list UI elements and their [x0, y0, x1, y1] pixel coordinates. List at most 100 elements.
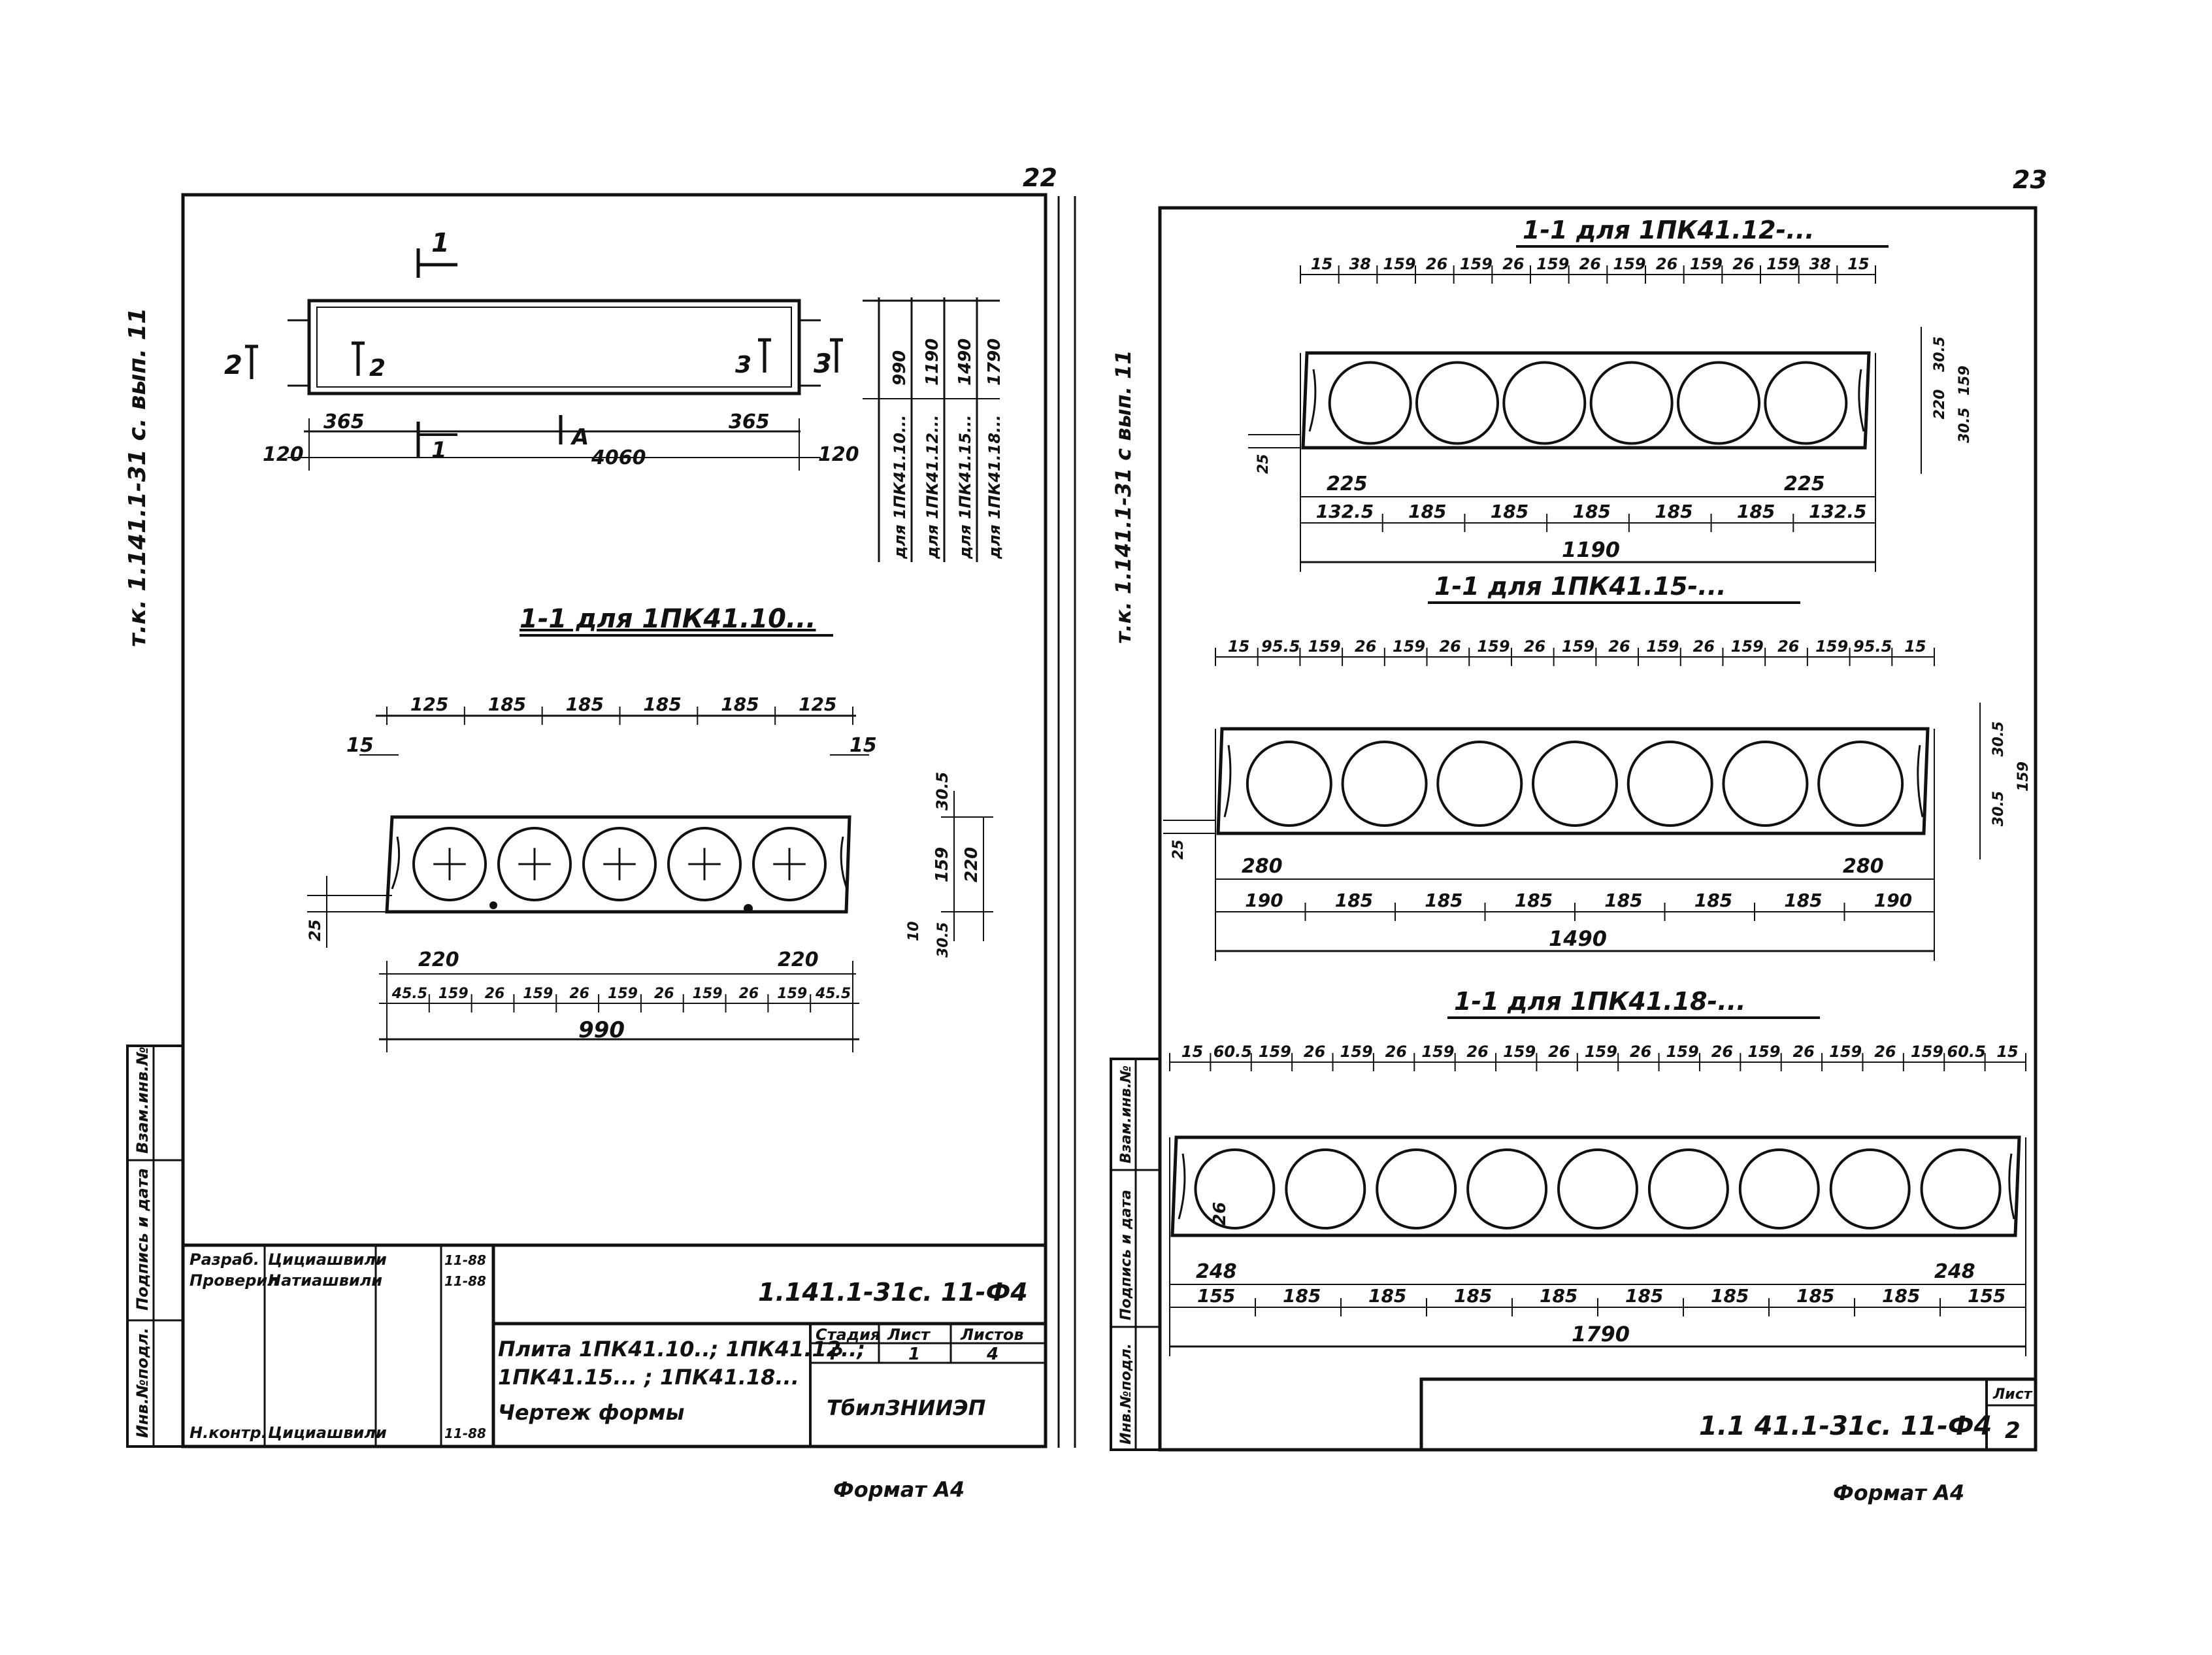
dim-label: 159 — [1259, 1043, 1291, 1061]
section-title: 1-1 для 1ПК41.18-... — [1454, 987, 1746, 1016]
dim-label: 26 — [1579, 255, 1601, 273]
section-title: 1-1 для 1ПК41.15-... — [1434, 572, 1726, 601]
dim-label: 185 — [1454, 1285, 1492, 1307]
tb-role: Проверил — [190, 1271, 279, 1290]
dim-label: 26 — [1502, 255, 1524, 273]
section-title: 1-1 для 1ПК41.12-... — [1523, 216, 1815, 244]
dim-label: 280 — [1242, 855, 1283, 878]
dim-label: 26 — [1385, 1043, 1407, 1061]
side-cell-label: Инв.№подл. — [133, 1328, 152, 1438]
dim-label: 225 — [1784, 473, 1825, 495]
hollow-core — [1738, 1148, 1820, 1229]
dim-label: 185 — [1491, 501, 1528, 522]
dim-label: 185 — [1784, 890, 1822, 911]
page-number: 23 — [2013, 165, 2047, 194]
width-label: для 1ПК41.18... — [985, 415, 1004, 560]
shear-key — [1917, 744, 1924, 818]
dim-label: 159 — [777, 986, 807, 1002]
dim-label: 159 — [1536, 255, 1569, 273]
hollow-core — [1722, 741, 1809, 827]
section-mark: 1 — [431, 228, 450, 258]
dim-label: 185 — [1625, 1285, 1663, 1307]
tb-role: Разраб. — [190, 1250, 259, 1269]
dim-label: 185 — [1408, 501, 1446, 522]
hollow-core — [1502, 361, 1587, 445]
dim-label: 185 — [1796, 1285, 1834, 1307]
dim-label: 248 — [1934, 1260, 1975, 1283]
doc-code: 1.141.1-31с. 11-Ф4 — [758, 1278, 1028, 1307]
dim-label: 159 — [438, 986, 469, 1002]
slab-outline — [1301, 351, 1871, 450]
hollow-core — [1829, 1148, 1911, 1229]
side-code: т.к. 1.141.1-31 с вып. 11 — [1111, 350, 1136, 644]
hollow-core — [1817, 741, 1904, 827]
dim-label: 15 — [1904, 637, 1926, 656]
dim-label: 159 — [523, 986, 553, 1002]
total-width: 1190 — [1562, 537, 1620, 562]
dim-label: 280 — [1843, 855, 1884, 878]
hollow-core — [497, 827, 572, 901]
dim-label: 25 — [1255, 454, 1272, 474]
tb-stage: Р — [830, 1345, 842, 1364]
dim-label: 30.5 — [933, 772, 951, 811]
dim-label: 25 — [306, 920, 324, 941]
dim-label: 159 — [1666, 1043, 1699, 1061]
hollow-core — [1677, 361, 1760, 445]
section-left-inner: 2 — [369, 355, 386, 382]
dim-label: 38 — [1349, 255, 1371, 273]
dim-label: 185 — [1882, 1285, 1920, 1307]
dim-label: 45.5 — [391, 986, 427, 1002]
dim-label: 225 — [1327, 473, 1368, 495]
side-cell-label: Взам.инв.№ — [1118, 1065, 1134, 1163]
hollow-core — [1285, 1148, 1366, 1229]
hollow-core — [1764, 361, 1848, 445]
dim-label: 30.5 — [1990, 791, 2007, 826]
dim-label: 185 — [1604, 890, 1642, 911]
dim-label: 132.5 — [1809, 501, 1867, 522]
hollow-core — [1376, 1148, 1457, 1229]
dim-label: 185 — [566, 694, 604, 715]
doc-description: 1ПК41.15... ; 1ПК41.18... — [498, 1365, 799, 1390]
dim-label: 15 — [850, 734, 877, 757]
hollow-core — [582, 827, 657, 901]
dim-label: 15 — [1181, 1043, 1203, 1061]
slab-outline — [1170, 1135, 2021, 1237]
tb-role: Н.контр. — [190, 1424, 267, 1442]
dim-label: 26 — [1656, 255, 1677, 273]
tb-sheets: 4 — [986, 1345, 999, 1364]
hollow-core — [667, 827, 742, 901]
hollow-core — [1194, 1148, 1276, 1229]
dim-label: 185 — [488, 694, 526, 715]
tb-name: Цициашвили — [268, 1250, 387, 1269]
width-label: для 1ПК41.12... — [923, 415, 942, 560]
shear-key — [1223, 744, 1232, 818]
dim-label: 38 — [1809, 255, 1831, 273]
dim-label: 220 — [1932, 390, 1948, 420]
dim-label: 155 — [1968, 1285, 2006, 1307]
dim-label: 159 — [1562, 637, 1594, 656]
dim-label: 159 — [1340, 1043, 1373, 1061]
shear-key — [2008, 1153, 2015, 1220]
dim-label: 26 — [1426, 255, 1447, 273]
dim-label: 185 — [1335, 890, 1373, 911]
dim-label: 26 — [1466, 1043, 1488, 1061]
doc-code: 1.1 41.1-31с. 11-Ф4 — [1699, 1411, 1992, 1441]
tb-header: Листов — [960, 1326, 1024, 1344]
hollow-core — [412, 827, 487, 901]
hollow-core — [1415, 361, 1499, 445]
hollow-core — [1920, 1148, 2002, 1229]
side-cell-label: Подпись и дата — [133, 1168, 152, 1311]
dim-label: 185 — [1283, 1285, 1321, 1307]
dim-label: 185 — [1711, 1285, 1749, 1307]
dim-label: 159 — [933, 847, 952, 882]
dim-label: 159 — [1393, 637, 1425, 656]
dim-label: 159 — [1690, 255, 1723, 273]
dim-label: 30.5 — [1932, 337, 1948, 372]
dim-label: 26 — [739, 986, 759, 1002]
hollow-core — [1246, 741, 1332, 827]
dim-label: 26 — [1777, 637, 1799, 656]
dim-label: 26 — [1732, 255, 1754, 273]
